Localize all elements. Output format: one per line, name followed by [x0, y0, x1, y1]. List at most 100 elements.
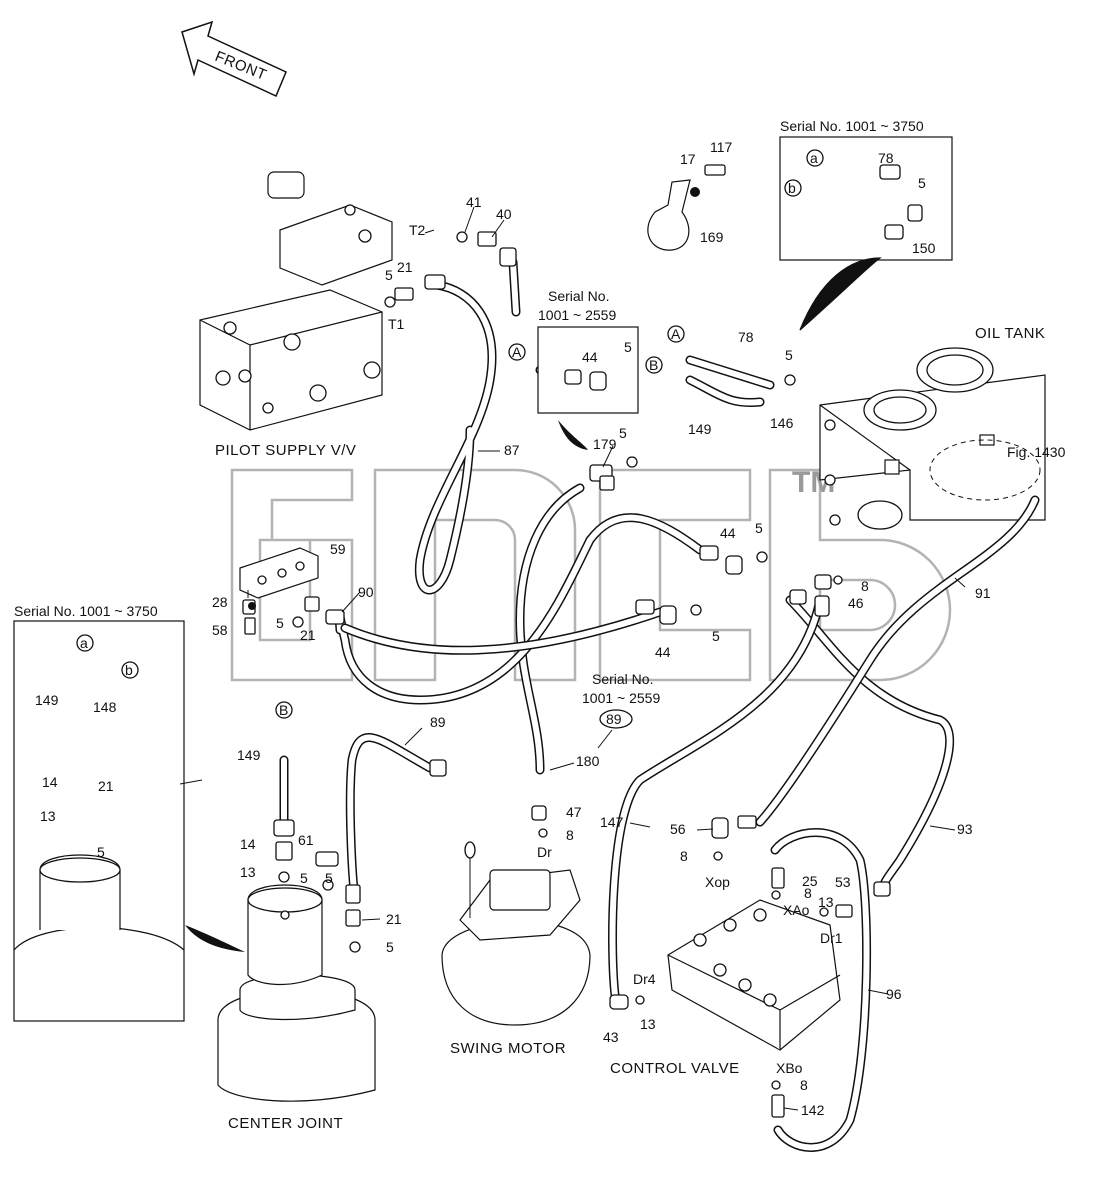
part-number-label: 142	[801, 1102, 825, 1118]
port-dr1: Dr1	[820, 930, 843, 946]
part-number-label: 21	[386, 911, 402, 927]
part-number-label: 5	[712, 628, 720, 644]
swing-motor	[441, 841, 591, 1026]
part-number-label: 149	[237, 747, 261, 763]
part-number-label: 180	[576, 753, 600, 769]
part-number-label: 58	[212, 622, 228, 638]
part-number-label: 40	[496, 206, 512, 222]
marker-b-2: B	[279, 702, 288, 718]
part-number-label: 13	[240, 864, 256, 880]
marker-a-1: A	[512, 344, 522, 360]
inset-serial-left: Serial No. 1001 ~ 3750 149 148 14 13 5 2…	[13, 603, 185, 1022]
part-number-label: 5	[619, 425, 627, 441]
inset-top-right-title: Serial No. 1001 ~ 3750	[780, 118, 924, 134]
part-number-label: 5	[325, 870, 333, 886]
front-arrow: FRONT	[181, 20, 287, 98]
serial-note-part: 89	[606, 711, 622, 727]
part-number-label: 46	[848, 595, 864, 611]
part-number-label: 5	[300, 870, 308, 886]
inset-left-part-2: 14	[42, 774, 58, 790]
fig-ref-label: Fig. 1430	[1007, 444, 1066, 460]
part-number-label: 17	[680, 151, 696, 167]
swing-motor-label: SWING MOTOR	[450, 1040, 566, 1057]
part-number-label: 146	[770, 415, 794, 431]
pilot-supply-label: PILOT SUPPLY V/V	[215, 442, 356, 459]
port-xbo: XBo	[776, 1060, 803, 1076]
inset-top-right-pointer	[799, 257, 882, 331]
part-number-label: 8	[566, 827, 574, 843]
inset-serial-top-right: Serial No. 1001 ~ 3750 78 5 150 a b	[779, 118, 953, 261]
inset-left-pointer	[185, 925, 245, 952]
part-number-label: 8	[861, 578, 869, 594]
inset-left-marker-b: b	[125, 662, 133, 678]
inset-left-part-4: 5	[97, 844, 105, 860]
port-xop: Xop	[705, 874, 730, 890]
inset-left-part-0: 149	[35, 692, 59, 708]
port-dr4: Dr4	[633, 971, 656, 987]
inset-mid-part-0: 44	[582, 349, 598, 365]
part-number-label: 43	[603, 1029, 619, 1045]
part-number-label: 21	[397, 259, 413, 275]
part-number-label: 96	[886, 986, 902, 1002]
part-number-label: 8	[804, 885, 812, 901]
oil-tank	[819, 347, 1046, 530]
part-number-label: 5	[755, 520, 763, 536]
part-number-label: 5	[785, 347, 793, 363]
leader-lines	[179, 206, 966, 1111]
inset-left-marker-a: a	[80, 635, 88, 651]
inset-left-part-1: 148	[93, 699, 117, 715]
marker-a-2: A	[671, 326, 681, 342]
part-number-label: 8	[800, 1077, 808, 1093]
inset-mid-pointer	[558, 420, 588, 450]
port-t2: T2	[409, 222, 426, 238]
part-number-label: 61	[298, 832, 314, 848]
inset-serial-mid: Serial No. 1001 ~ 2559 44 5	[537, 288, 639, 414]
part-number-label: 179	[593, 436, 617, 452]
serial-note-line1: Serial No.	[592, 671, 653, 687]
inset-mid-title-2: 1001 ~ 2559	[538, 307, 616, 323]
serial-note-89: Serial No. 1001 ~ 2559 89	[582, 671, 660, 749]
part-number-label: 21	[300, 627, 316, 643]
marker-b-1: B	[649, 357, 658, 373]
manifold-block	[239, 547, 319, 599]
fig-callout-ellipse	[929, 439, 1041, 501]
hose-clamp	[647, 179, 691, 251]
pilot-supply-valve	[199, 171, 393, 431]
part-number-label: 28	[212, 594, 228, 610]
port-t1: T1	[388, 316, 405, 332]
part-number-label: 149	[688, 421, 712, 437]
center-joint	[217, 884, 376, 1102]
part-number-label: 8	[680, 848, 688, 864]
oil-tank-label: OIL TANK	[975, 325, 1045, 342]
part-number-label: 169	[700, 229, 724, 245]
part-number-label: 78	[738, 329, 754, 345]
part-number-label: 41	[466, 194, 482, 210]
watermark-logo: TM	[230, 466, 952, 682]
inset-left-part-5: 21	[98, 778, 114, 794]
inset-top-right-part-0: 78	[878, 150, 894, 166]
part-number-label: 25	[802, 873, 818, 889]
inset-left-part-3: 13	[40, 808, 56, 824]
part-number-label: 89	[430, 714, 446, 730]
inset-top-right-marker-a: a	[810, 150, 818, 166]
part-number-label: 14	[240, 836, 256, 852]
port-dr: Dr	[537, 844, 552, 860]
center-joint-label: CENTER JOINT	[228, 1115, 343, 1132]
inset-left-title: Serial No. 1001 ~ 3750	[14, 603, 158, 619]
port-xao: XAo	[783, 902, 810, 918]
part-number-label: 117	[710, 139, 733, 155]
inset-mid-part-1: 5	[624, 339, 632, 355]
part-number-label: 147	[600, 814, 624, 830]
part-number-label: 90	[358, 584, 374, 600]
inset-top-right-part-1: 5	[918, 175, 926, 191]
marker-circles	[275, 325, 685, 719]
inset-top-right-marker-b: b	[788, 180, 796, 196]
control-valve	[667, 899, 841, 1051]
part-number-label: 44	[655, 644, 671, 660]
part-number-label: 5	[386, 939, 394, 955]
control-valve-label: CONTROL VALVE	[610, 1060, 740, 1077]
part-number-label: 5	[385, 267, 393, 283]
part-number-label: 53	[835, 874, 851, 890]
